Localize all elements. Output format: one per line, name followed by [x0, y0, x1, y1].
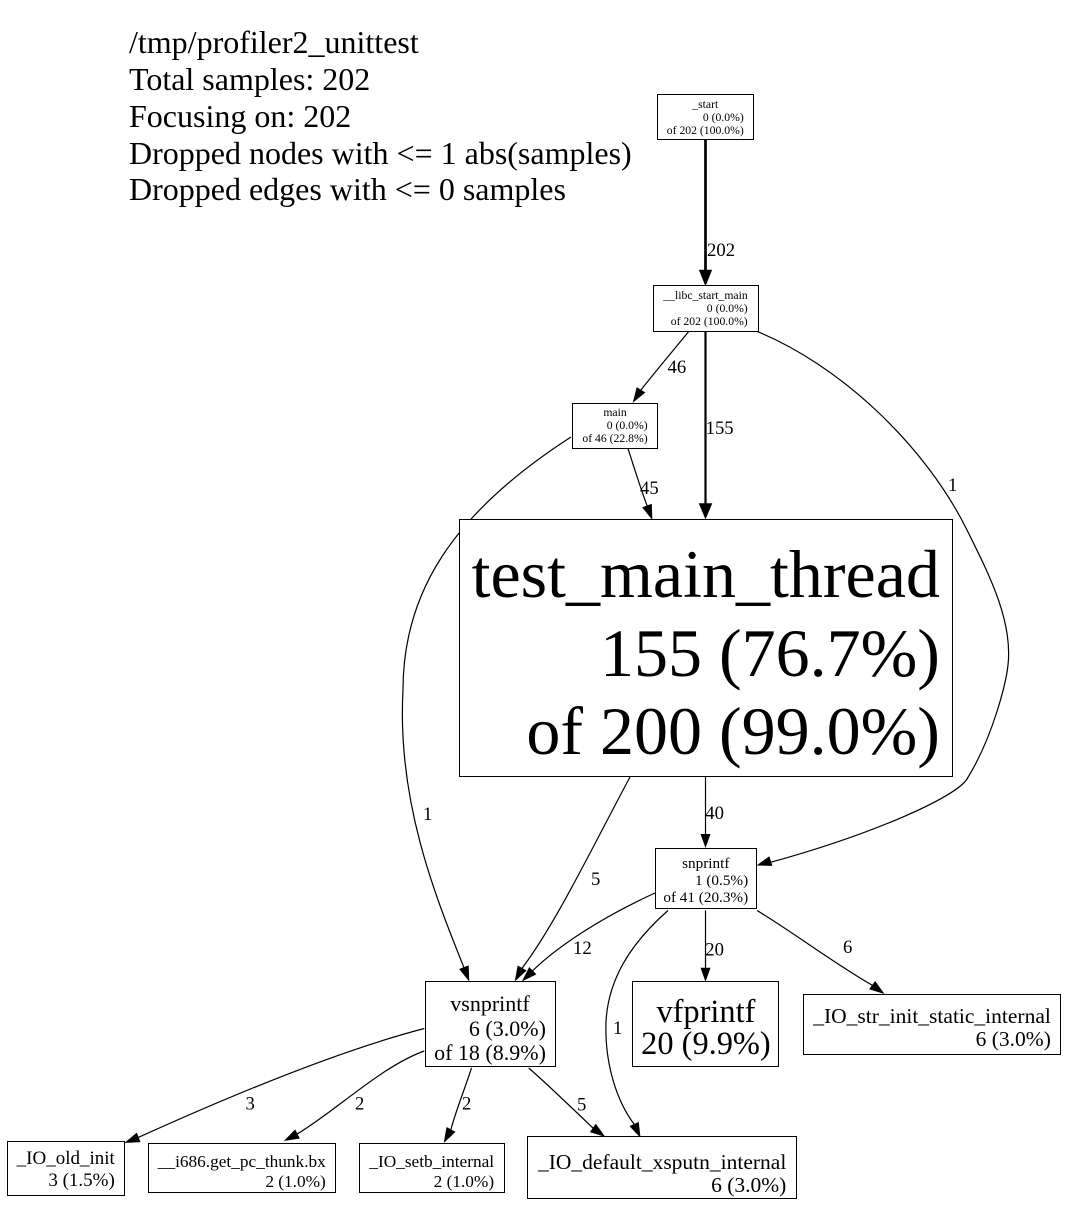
- svg-text:1: 1: [423, 804, 432, 825]
- svg-text:2: 2: [462, 1094, 471, 1115]
- svg-text:20: 20: [705, 940, 724, 961]
- svg-text:3: 3: [246, 1094, 255, 1115]
- svg-text:202: 202: [707, 240, 735, 261]
- svg-text:45: 45: [640, 478, 659, 499]
- svg-text:5: 5: [591, 869, 600, 890]
- svg-text:155: 155: [706, 418, 734, 439]
- svg-text:1: 1: [613, 1018, 622, 1039]
- svg-text:1: 1: [948, 475, 957, 496]
- svg-text:12: 12: [573, 938, 592, 959]
- svg-text:40: 40: [705, 803, 724, 824]
- svg-text:46: 46: [668, 357, 687, 378]
- svg-text:6: 6: [843, 937, 852, 958]
- svg-text:5: 5: [577, 1095, 586, 1116]
- svg-text:2: 2: [355, 1094, 364, 1115]
